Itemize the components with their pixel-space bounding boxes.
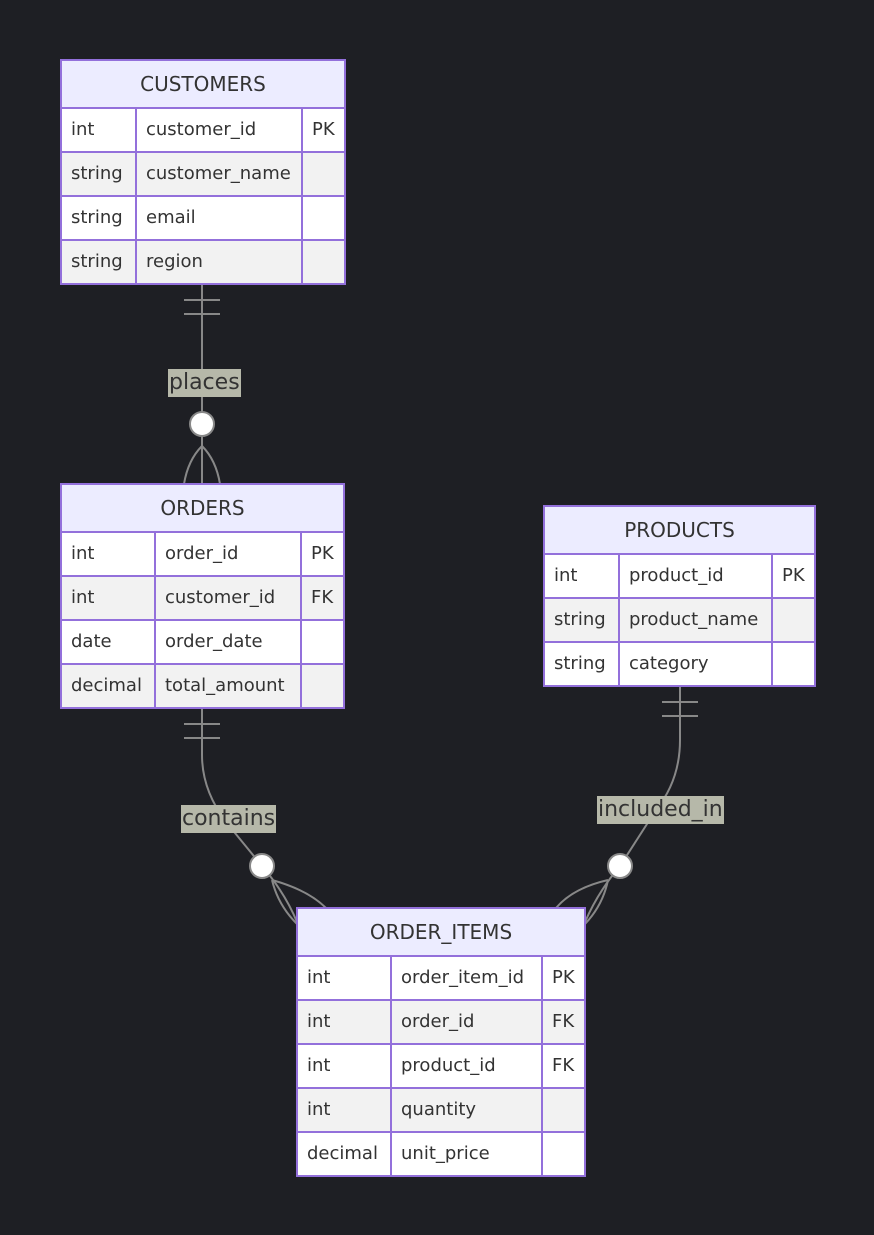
attribute-row: int order_id PK xyxy=(62,533,343,577)
attribute-row: int quantity xyxy=(298,1089,584,1133)
relationship-contains-zero-marker xyxy=(249,853,275,879)
attribute-key xyxy=(541,1133,584,1175)
attribute-key xyxy=(771,643,814,685)
attribute-row: string email xyxy=(62,197,344,241)
attribute-row: int order_id FK xyxy=(298,1001,584,1045)
attribute-type: int xyxy=(71,119,95,140)
attribute-key xyxy=(300,621,343,663)
attribute-type: int xyxy=(71,543,95,564)
attribute-name: order_id xyxy=(154,533,300,575)
attribute-type: string xyxy=(71,207,123,228)
attribute-type: string xyxy=(554,653,606,674)
entity-orders: ORDERS int order_id PK int customer_id F… xyxy=(60,483,345,709)
entity-order-items: ORDER_ITEMS int order_item_id PK int ord… xyxy=(296,907,586,1177)
entity-customers: CUSTOMERS int customer_id PK string cust… xyxy=(60,59,346,285)
attribute-type: int xyxy=(554,565,578,586)
attribute-key: PK xyxy=(300,533,343,575)
attribute-row: int order_item_id PK xyxy=(298,957,584,1001)
relationship-label-included-in: included_in xyxy=(597,796,724,824)
attribute-row: int product_id PK xyxy=(545,555,814,599)
attribute-key xyxy=(301,197,344,239)
relationship-label-contains: contains xyxy=(181,805,277,833)
attribute-type: int xyxy=(307,967,331,988)
attribute-key xyxy=(541,1089,584,1131)
attribute-name: product_id xyxy=(390,1045,541,1087)
attribute-type: int xyxy=(71,587,95,608)
attribute-name: order_date xyxy=(154,621,300,663)
attribute-key: FK xyxy=(300,577,343,619)
attribute-name: order_id xyxy=(390,1001,541,1043)
attribute-name: product_name xyxy=(618,599,771,641)
attribute-row: int customer_id FK xyxy=(62,577,343,621)
attribute-row: int product_id FK xyxy=(298,1045,584,1089)
attribute-type: string xyxy=(71,163,123,184)
attribute-type: int xyxy=(307,1055,331,1076)
attribute-type: decimal xyxy=(307,1143,378,1164)
entity-title: CUSTOMERS xyxy=(62,61,344,109)
attribute-name: order_item_id xyxy=(390,957,541,999)
attribute-row: int customer_id PK xyxy=(62,109,344,153)
attribute-key xyxy=(771,599,814,641)
attribute-key: FK xyxy=(541,1045,584,1087)
attribute-name: customer_id xyxy=(135,109,301,151)
attribute-name: customer_id xyxy=(154,577,300,619)
attribute-key xyxy=(301,241,344,283)
entity-title: ORDERS xyxy=(62,485,343,533)
attribute-key: PK xyxy=(541,957,584,999)
attribute-name: total_amount xyxy=(154,665,300,707)
attribute-row: string customer_name xyxy=(62,153,344,197)
entity-title: ORDER_ITEMS xyxy=(298,909,584,957)
attribute-name: region xyxy=(135,241,301,283)
entity-products: PRODUCTS int product_id PK string produc… xyxy=(543,505,816,687)
attribute-name: customer_name xyxy=(135,153,301,195)
relationship-places-zero-marker xyxy=(189,411,215,437)
attribute-row: string category xyxy=(545,643,814,685)
attribute-name: unit_price xyxy=(390,1133,541,1175)
attribute-type: decimal xyxy=(71,675,142,696)
attribute-key: PK xyxy=(301,109,344,151)
attribute-name: product_id xyxy=(618,555,771,597)
attribute-row: string region xyxy=(62,241,344,283)
attribute-row: decimal unit_price xyxy=(298,1133,584,1175)
attribute-type: string xyxy=(554,609,606,630)
attribute-key xyxy=(301,153,344,195)
entity-title: PRODUCTS xyxy=(545,507,814,555)
attribute-name: category xyxy=(618,643,771,685)
attribute-type: date xyxy=(71,631,112,652)
attribute-row: date order_date xyxy=(62,621,343,665)
attribute-type: int xyxy=(307,1011,331,1032)
attribute-name: quantity xyxy=(390,1089,541,1131)
attribute-key: PK xyxy=(771,555,814,597)
attribute-type: int xyxy=(307,1099,331,1120)
attribute-key xyxy=(300,665,343,707)
attribute-key: FK xyxy=(541,1001,584,1043)
attribute-type: string xyxy=(71,251,123,272)
attribute-row: decimal total_amount xyxy=(62,665,343,707)
relationship-included-in-zero-marker xyxy=(607,853,633,879)
attribute-name: email xyxy=(135,197,301,239)
relationship-label-places: places xyxy=(168,369,241,397)
attribute-row: string product_name xyxy=(545,599,814,643)
